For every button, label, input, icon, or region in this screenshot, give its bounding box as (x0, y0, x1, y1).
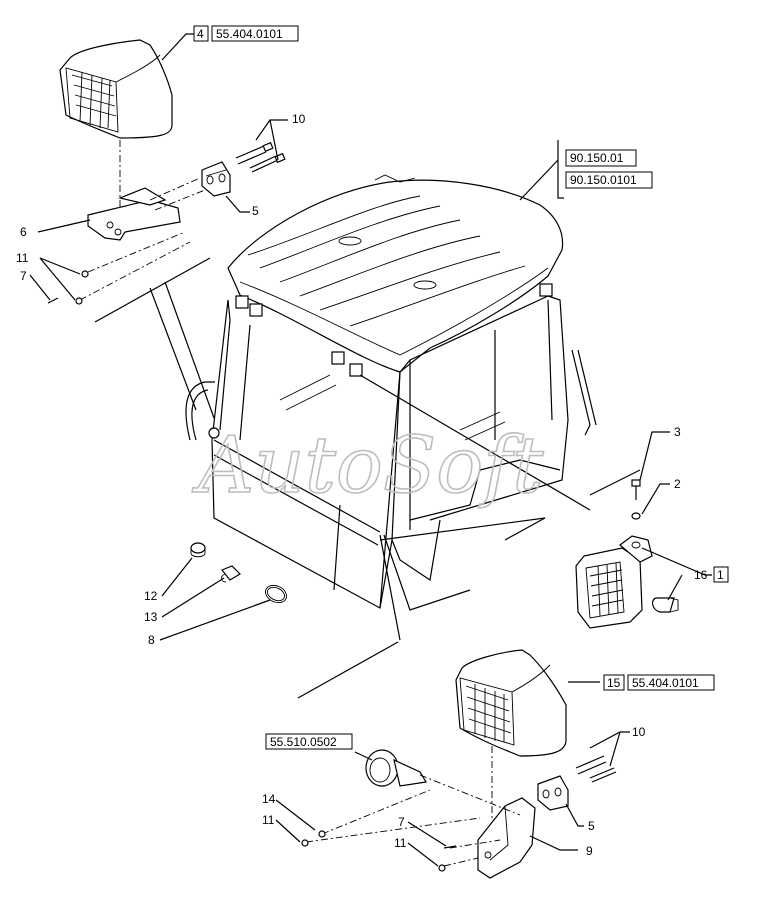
side-work-lamp-icon (575, 535, 653, 629)
top-clamp-icon (201, 161, 231, 197)
bottom-work-lamp-icon (455, 649, 567, 757)
bottom-screw-icon (443, 845, 457, 849)
callout-9: 9 (586, 844, 593, 858)
top-lamp-bracket-icon (87, 187, 181, 241)
callout-5: 5 (252, 204, 259, 218)
callout-11: 11 (262, 813, 275, 827)
assembly-lines (94, 257, 641, 699)
top-bolts-icon (235, 141, 286, 173)
bottom-nut-2-icon (438, 864, 446, 872)
ref-code: 90.150.0101 (570, 173, 637, 187)
watermark-text: AutoSoft (192, 421, 544, 511)
bulb-icon (651, 597, 679, 613)
top-screw-icon (47, 297, 59, 304)
callout-7: 7 (398, 815, 405, 829)
ref-box-top-lamp[interactable]: 4 55.404.0101 (193, 25, 299, 42)
ref-code: 55.404.0101 (216, 27, 283, 41)
callout-8: 8 (148, 633, 155, 647)
ref-num: 4 (197, 27, 204, 41)
top-nut-icon (81, 270, 89, 278)
grommet-icon (190, 542, 206, 558)
horn-icon (365, 749, 427, 787)
callout-10: 10 (632, 725, 646, 739)
ref-box-cab[interactable]: 90.150.01 90.150.0101 (565, 149, 653, 189)
bottom-bolts-icon (575, 755, 617, 783)
callout-2: 2 (674, 477, 681, 491)
callout-14: 14 (262, 792, 276, 806)
plug-icon (220, 565, 241, 583)
ref-code: 55.404.0101 (632, 676, 699, 690)
ref-num: 1 (717, 568, 724, 582)
callout-11: 11 (394, 836, 407, 850)
top-work-lamp-icon (59, 39, 173, 139)
ref-box-bottom-lamp[interactable]: 15 55.404.0101 (603, 674, 715, 691)
ref-num: 15 (607, 676, 621, 690)
bottom-nut-icon (301, 839, 309, 847)
bottom-lamp-bracket-icon (477, 797, 536, 879)
callout-13: 13 (144, 610, 158, 624)
callout-5: 5 (588, 819, 595, 833)
callout-labels: 10 5 6 11 7 3 2 16 12 13 8 10 14 11 7 5 … (16, 112, 708, 858)
ref-code: 55.510.0502 (270, 735, 337, 749)
top-washer-icon (75, 297, 83, 305)
bottom-washer-icon (318, 830, 326, 838)
ref-box-side-lamp[interactable]: 1 (713, 566, 729, 583)
ring-clip-icon (265, 584, 287, 604)
callout-12: 12 (144, 589, 158, 603)
ref-box-horn[interactable]: 55.510.0502 (265, 733, 353, 750)
ref-code: 90.150.01 (570, 151, 624, 165)
callout-7: 7 (20, 269, 27, 283)
callout-leaders (29, 33, 712, 867)
callout-6: 6 (20, 225, 27, 239)
cab-illustration (185, 174, 597, 609)
bottom-clamp-icon (537, 775, 569, 811)
callout-11: 11 (16, 251, 29, 265)
callout-16: 16 (694, 568, 708, 582)
side-bolt-icon (631, 479, 641, 520)
callout-3: 3 (674, 425, 681, 439)
callout-10: 10 (292, 112, 306, 126)
